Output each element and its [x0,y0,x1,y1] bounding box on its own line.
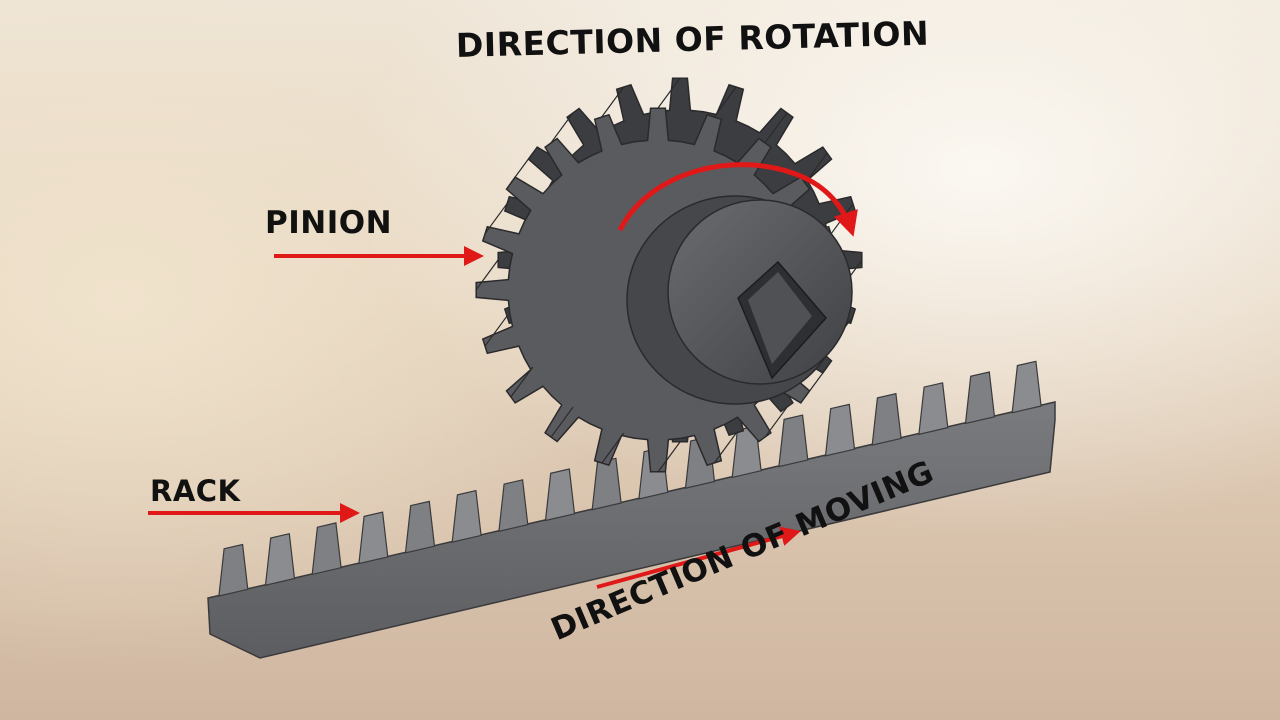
pinion-tooth-edge [475,259,499,291]
pinion-tooth-edge [601,432,625,464]
pinion-tooth-edge [484,315,508,347]
rotation-arrow [617,162,858,237]
pinion-tooth-edge [764,406,788,438]
rack-tooth [404,500,436,554]
rack-tooth [311,522,342,576]
rack-tooth [451,489,482,543]
rack-tooth [218,543,249,597]
pinion-tooth-edge [657,441,681,473]
rack-tooth [1011,360,1042,414]
rack-tooth [544,468,576,522]
pinion-tooth-edge [510,366,534,398]
rack-tooth [824,403,856,457]
rack-tooth [498,479,529,533]
pinion-tooth-edge [601,86,625,118]
pinion-tooth-edge [713,86,737,118]
pinion-tooth-edge [550,112,574,144]
rack-tooth [918,382,949,436]
rack-tooth [778,414,809,468]
rack-tooth [964,371,996,425]
pinion-tooth-edge [510,152,534,184]
rack-tooth [591,457,622,511]
pinion-tooth-edges [475,77,863,473]
pinion-tooth-edge [764,112,788,144]
pinion-tooth-edge [657,77,681,109]
pinion-tooth-edge [550,406,574,438]
rack-tooth [358,511,389,565]
pinion-label: PINION [265,205,393,241]
pinion-tooth-edge [484,203,508,235]
rack [207,360,1056,659]
pinion-tooth-edge [713,432,737,464]
moving-direction-arrow [596,526,801,589]
rack-label: RACK [150,474,241,508]
rack-front-face [207,401,1056,659]
pinion-gear [475,77,863,473]
rack-teeth [218,360,1042,597]
rack-tooth [264,532,296,586]
rack-tooth [871,392,902,446]
pinion-tooth-edge [804,366,828,398]
pinion-bore-inner [748,272,812,364]
